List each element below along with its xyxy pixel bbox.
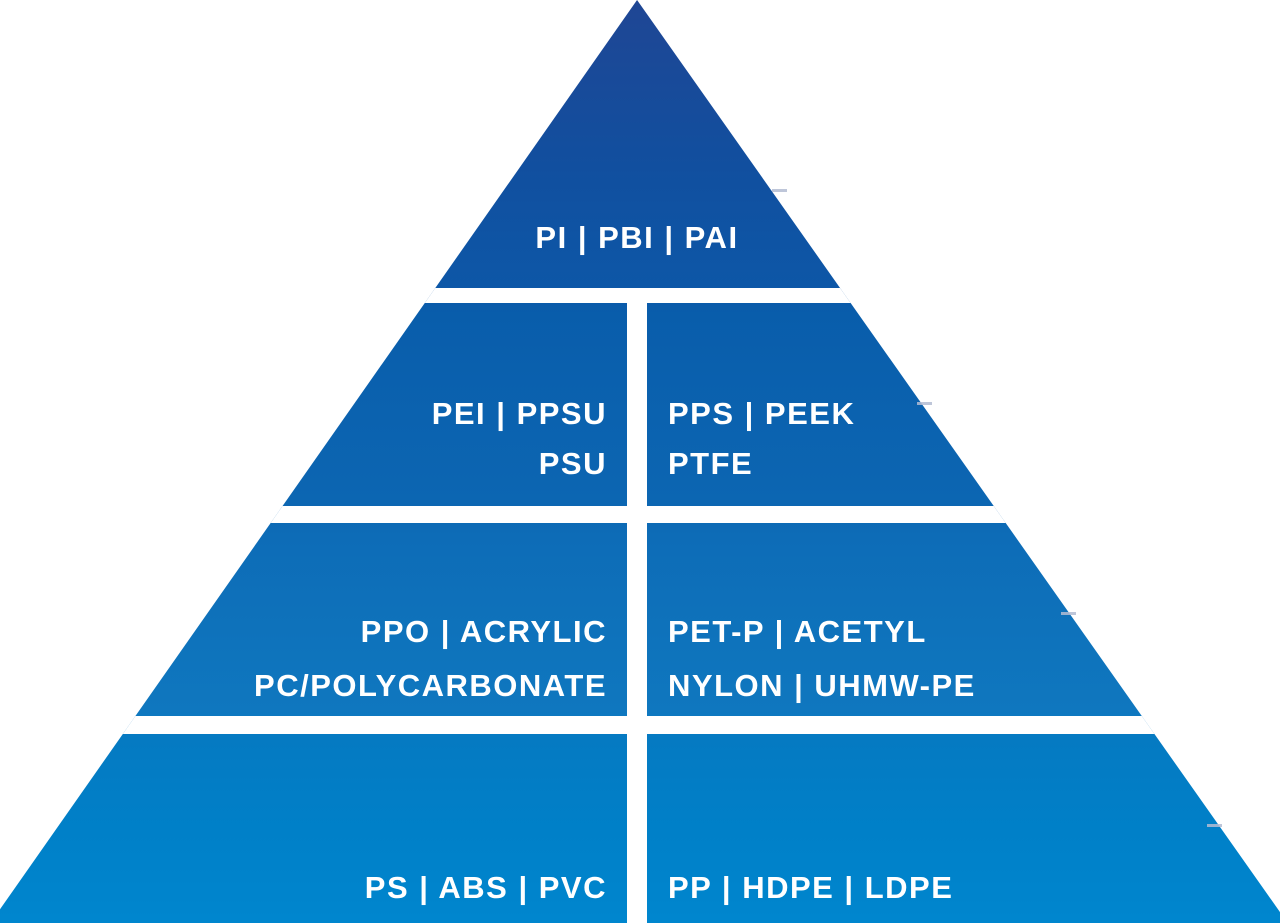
material-label: PP | HDPE | LDPE bbox=[668, 870, 954, 905]
tier2-left-cell: PEI | PPSU PSU bbox=[0, 389, 607, 489]
material-label: PET-P | ACETYL bbox=[668, 614, 927, 649]
center-column-divider bbox=[627, 288, 647, 923]
material-label: PSU bbox=[538, 446, 607, 481]
edge-tick-1 bbox=[772, 189, 787, 192]
material-label: PTFE bbox=[668, 446, 754, 481]
material-label: PC/POLYCARBONATE bbox=[254, 668, 607, 703]
tier3-left-cell: PPO | ACRYLIC PC/POLYCARBONATE bbox=[0, 605, 607, 713]
material-label: PPS | PEEK bbox=[668, 396, 856, 431]
tier4-right-cell: PP | HDPE | LDPE bbox=[668, 862, 1248, 914]
edge-tick-2 bbox=[917, 402, 932, 405]
tier1-center-cell: PI | PBI | PAI bbox=[0, 213, 1274, 263]
edge-tick-4 bbox=[1207, 824, 1222, 827]
tier2-right-cell: PPS | PEEK PTFE bbox=[668, 389, 1248, 489]
edge-tick-3 bbox=[1061, 612, 1076, 615]
tier3-right-cell: PET-P | ACETYL NYLON | UHMW-PE bbox=[668, 605, 1248, 713]
material-label: PEI | PPSU bbox=[431, 396, 607, 431]
material-label: PS | ABS | PVC bbox=[364, 870, 607, 905]
material-label: PPO | ACRYLIC bbox=[360, 614, 607, 649]
tier4-left-cell: PS | ABS | PVC bbox=[0, 862, 607, 914]
material-label: NYLON | UHMW-PE bbox=[668, 668, 976, 703]
material-label: PI | PBI | PAI bbox=[535, 220, 739, 255]
